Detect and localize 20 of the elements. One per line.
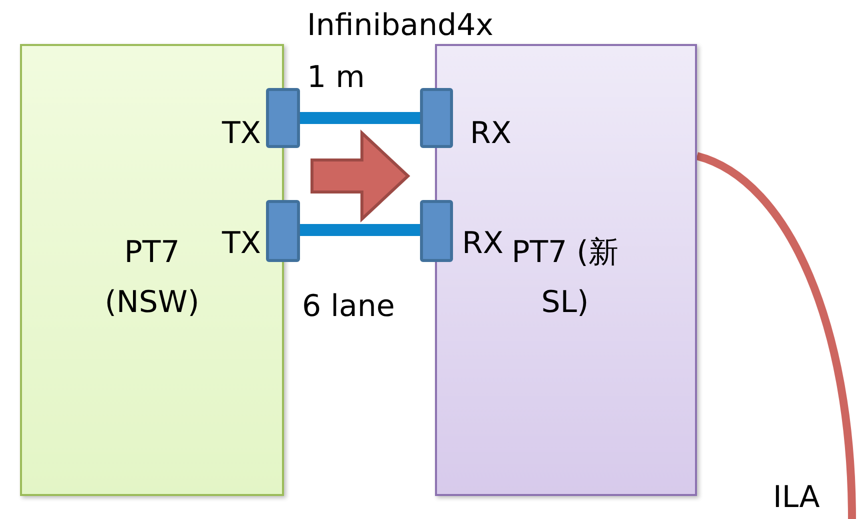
connector-box <box>266 88 300 148</box>
port-label: TX <box>222 226 261 262</box>
rack-box <box>435 44 697 496</box>
cable <box>300 112 420 124</box>
port-label: RX <box>470 116 512 152</box>
link-label: ILA <box>773 480 820 516</box>
cable-label: 6 lane <box>302 289 395 325</box>
cable-label: 1 m <box>307 60 365 96</box>
port-label: RX <box>462 226 504 262</box>
cable <box>300 224 420 236</box>
rack-box <box>20 44 284 496</box>
connector-box <box>266 200 300 262</box>
rack-label: PT7 (新SL) <box>510 234 620 322</box>
rack-label: PT7 (NSW) <box>104 234 200 322</box>
connector-box <box>420 88 453 148</box>
cable-label: Infiniband4x <box>307 8 494 44</box>
block-arrow <box>310 130 410 222</box>
connector-box <box>420 200 453 262</box>
port-label: TX <box>222 116 261 152</box>
cable-line <box>696 152 856 519</box>
